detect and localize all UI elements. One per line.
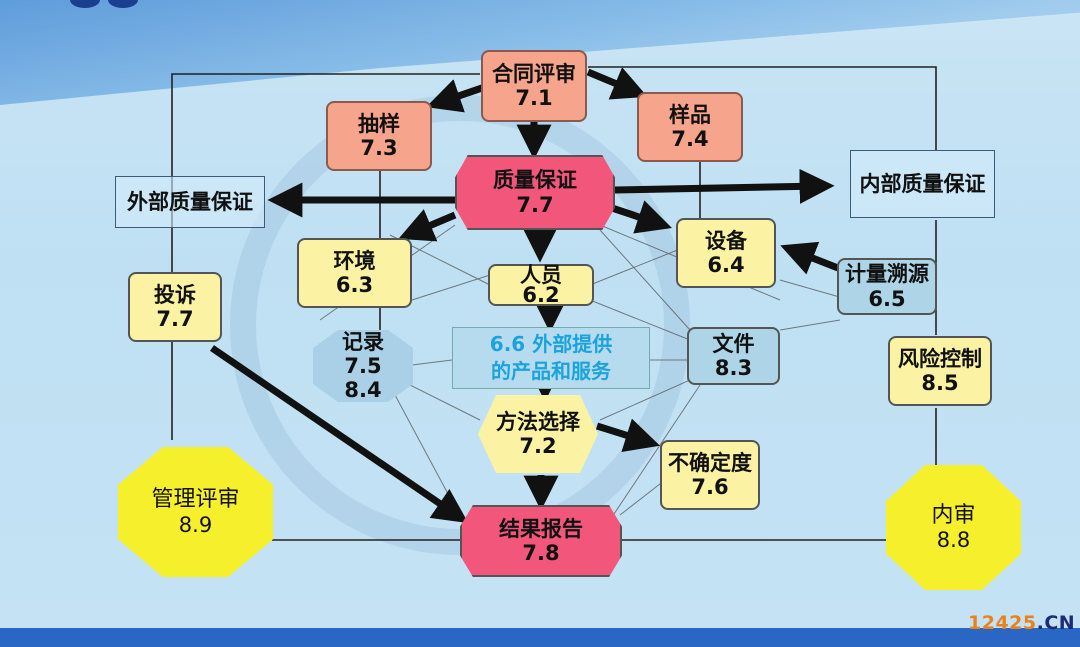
node-title: 样品 [669, 102, 711, 127]
node-management-review[interactable]: 管理评审 8.9 [118, 447, 273, 577]
node-quality-assurance[interactable]: 质量保证 7.7 [455, 155, 615, 230]
node-title-line2: 的产品和服务 [491, 359, 611, 383]
node-equipment[interactable]: 设备 6.4 [676, 218, 776, 288]
node-code: 7.4 [671, 127, 709, 151]
node-title: 质量保证 [493, 168, 577, 193]
node-title: 计量溯源 [845, 262, 929, 287]
node-records[interactable]: 记录 7.5 8.4 [313, 330, 413, 402]
node-code: 8.8 [936, 528, 971, 553]
node-title: 管理评审 [151, 487, 240, 513]
node-title: 结果报告 [499, 516, 583, 541]
node-title: 方法选择 [496, 409, 580, 434]
node-code: 6.4 [707, 253, 745, 277]
node-code: 7.7 [156, 307, 194, 331]
node-title: 记录 [342, 329, 384, 354]
node-external-qa[interactable]: 外部质量保证 [115, 176, 265, 228]
node-uncertainty[interactable]: 不确定度 7.6 [660, 440, 760, 510]
node-code: 7.2 [519, 434, 557, 458]
node-title: 文件 [712, 331, 755, 356]
node-code: 7.1 [515, 86, 553, 110]
node-code: 7.6 [691, 475, 729, 499]
node-code: 8.5 [921, 371, 959, 395]
node-title: 合同评审 [492, 61, 576, 86]
node-traceability[interactable]: 计量溯源 6.5 [837, 258, 937, 315]
node-title: 外部质量保证 [127, 189, 253, 214]
node-complaints[interactable]: 投诉 7.7 [128, 272, 222, 342]
node-code: 7.8 [522, 541, 560, 565]
node-code-secondary: 8.4 [344, 378, 382, 403]
node-code: 6.2 [522, 283, 560, 307]
node-result-report[interactable]: 结果报告 7.8 [460, 505, 622, 577]
node-contract-review[interactable]: 合同评审 7.1 [481, 50, 587, 122]
node-method-selection[interactable]: 方法选择 7.2 [478, 395, 598, 473]
node-title-line1: 6.6 外部提供 [489, 332, 613, 356]
node-sample[interactable]: 样品 7.4 [637, 92, 743, 162]
node-title: 投诉 [154, 282, 196, 307]
node-documents[interactable]: 文件 8.3 [687, 327, 780, 385]
node-internal-audit[interactable]: 内审 8.8 [886, 465, 1021, 590]
site-watermark: 12425.CN [968, 612, 1075, 634]
node-title: 抽样 [358, 111, 400, 136]
node-title: 设备 [705, 228, 747, 253]
node-risk-control[interactable]: 风险控制 8.5 [888, 336, 992, 406]
node-code: 7.3 [360, 136, 398, 160]
logo-mark [70, 0, 100, 8]
node-internal-qa[interactable]: 内部质量保证 [850, 150, 995, 218]
node-title: 内审 [931, 502, 976, 528]
flow-arrows [210, 67, 840, 524]
site-watermark-brand: 12425 [968, 612, 1037, 634]
node-sampling[interactable]: 抽样 7.3 [326, 101, 432, 171]
node-title: 内部质量保证 [859, 171, 986, 196]
slide-footer-bar [0, 628, 1080, 647]
logo-mark [108, 0, 138, 8]
node-title: 人员 [520, 262, 562, 287]
node-code: 6.5 [868, 286, 906, 311]
node-code: 8.9 [178, 512, 213, 537]
node-environment[interactable]: 环境 6.3 [297, 238, 412, 308]
node-external-supply[interactable]: 6.6 外部提供 的产品和服务 [452, 327, 650, 389]
node-title: 不确定度 [668, 450, 752, 475]
node-code: 6.3 [335, 273, 374, 297]
node-title: 风险控制 [898, 346, 982, 371]
node-personnel[interactable]: 人员 6.2 [488, 262, 594, 307]
node-code: 8.3 [714, 356, 753, 380]
node-code: 7.7 [516, 192, 554, 217]
node-code: 7.5 [344, 353, 382, 378]
site-watermark-suffix: .CN [1036, 612, 1076, 634]
node-title: 环境 [333, 248, 376, 273]
